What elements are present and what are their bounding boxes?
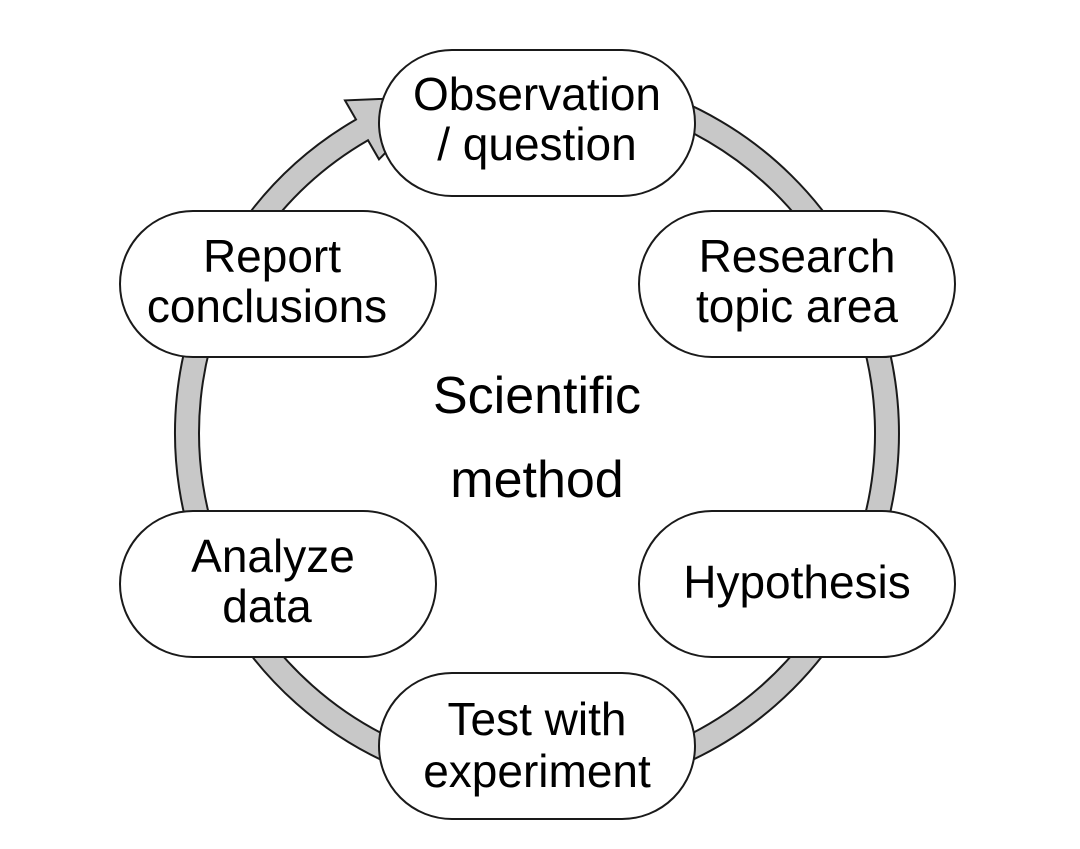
step-report-line-2: conclusions — [147, 280, 387, 332]
step-test: Test with experiment — [378, 672, 696, 820]
step-box — [638, 210, 956, 358]
step-observation: Observation / question — [378, 49, 696, 197]
step-box — [119, 210, 437, 358]
step-box — [638, 510, 956, 658]
step-hypothesis-line-1: Hypothesis — [683, 556, 911, 608]
center-title-line-2: method — [450, 451, 623, 509]
step-research-line-2: topic area — [696, 280, 898, 332]
step-box — [378, 49, 696, 197]
step-test-line-2: experiment — [423, 745, 651, 797]
step-hypothesis: Hypothesis — [638, 510, 956, 658]
step-analyze-line-1: Analyze — [191, 530, 355, 582]
step-test-line-1: Test with — [448, 693, 627, 745]
step-observation-line-1: Observation — [413, 68, 661, 120]
step-research-line-1: Research — [699, 230, 896, 282]
center-title: Scientific method — [433, 367, 641, 509]
step-analyze: Analyze data — [119, 510, 437, 658]
step-observation-line-2: / question — [437, 118, 636, 170]
step-report-line-1: Report — [203, 230, 341, 282]
step-box — [378, 672, 696, 820]
step-research: Research topic area — [638, 210, 956, 358]
step-box — [119, 510, 437, 658]
center-title-line-1: Scientific — [433, 367, 641, 425]
step-report: Report conclusions — [119, 210, 437, 358]
step-analyze-line-2: data — [222, 580, 312, 632]
